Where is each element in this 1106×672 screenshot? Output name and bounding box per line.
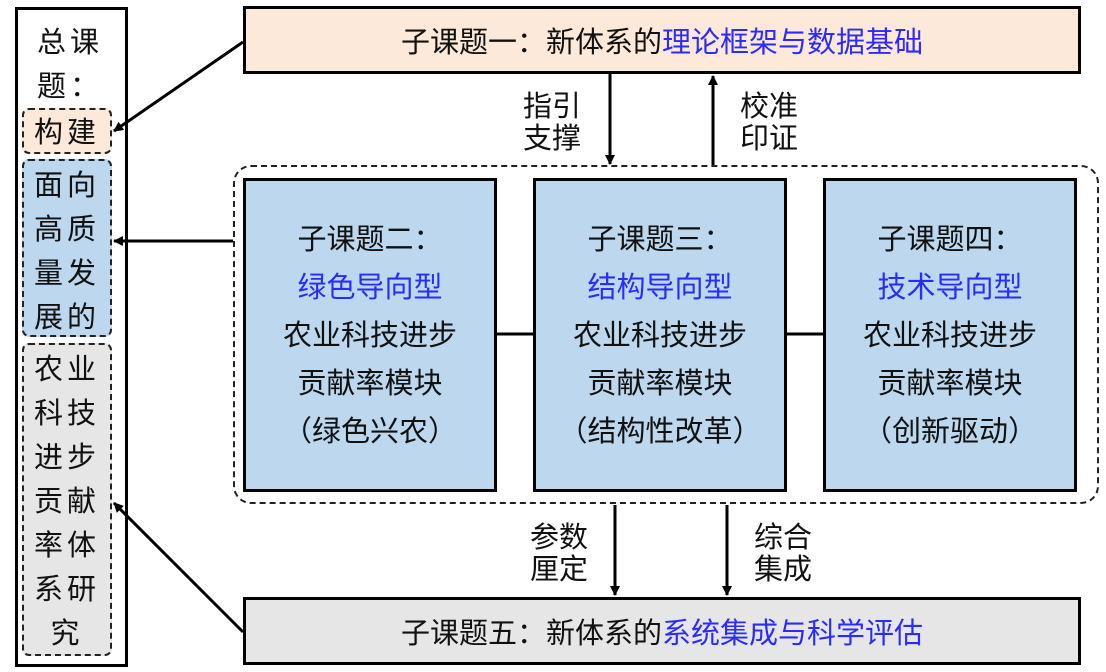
segment-line: 量发 bbox=[33, 256, 100, 290]
segment-line: 展的 bbox=[33, 300, 100, 334]
segment-line: 贡献 bbox=[33, 484, 100, 518]
segment-line: 究 bbox=[50, 616, 84, 650]
module-technology: 子课题四： 技术导向型 农业科技进步 贡献率模块 （创新驱动） bbox=[823, 178, 1077, 492]
module-structure: 子课题三： 结构导向型 农业科技进步 贡献率模块 （结构性改革） bbox=[533, 178, 787, 492]
module-line: 农业科技进步 bbox=[282, 318, 457, 352]
label-integration: 综合 集成 bbox=[748, 521, 818, 585]
segment-high-quality: 面向 高质 量发 展的 bbox=[22, 159, 112, 337]
segment-line: 进步 bbox=[33, 440, 100, 474]
arrow-label-line: 指引 bbox=[522, 89, 581, 123]
module-line: 贡献率模块 bbox=[587, 366, 733, 400]
subtopic1-prefix: 子课题一：新体系的 bbox=[400, 25, 662, 59]
segment-line: 系研 bbox=[33, 572, 100, 606]
module-title: 子课题三： bbox=[587, 222, 733, 256]
label-parameter-calibration: 参数 厘定 bbox=[524, 521, 594, 585]
arrow-label-line: 校准 bbox=[739, 89, 798, 123]
module-note: （结构性改革） bbox=[558, 414, 762, 448]
module-line: 贡献率模块 bbox=[877, 366, 1023, 400]
module-line: 贡献率模块 bbox=[297, 366, 443, 400]
overall-topic-label: 总课 题： bbox=[30, 20, 110, 108]
arrow-subtopic1-to-construct bbox=[113, 40, 244, 133]
label-guide-support: 指引 支撑 bbox=[517, 90, 587, 154]
arrow-label-line: 印证 bbox=[739, 121, 798, 155]
module-note: （绿色兴农） bbox=[282, 414, 457, 448]
arrow-label-line: 集成 bbox=[753, 552, 812, 586]
segment-line: 面向 bbox=[33, 168, 100, 202]
module-title: 子课题二： bbox=[297, 222, 443, 256]
arrow-label-line: 厘定 bbox=[529, 552, 588, 586]
arrow-subtopic5-to-system-research bbox=[112, 501, 245, 634]
segment-line: 高质 bbox=[33, 212, 100, 246]
arrow-label-line: 综合 bbox=[753, 520, 812, 554]
module-line: 农业科技进步 bbox=[862, 318, 1037, 352]
overall-topic-label-line: 总课 bbox=[36, 25, 103, 59]
module-type: 技术导向型 bbox=[877, 270, 1023, 304]
segment-line: 构建 bbox=[33, 115, 100, 149]
subtopic5-highlight: 系统集成与科学评估 bbox=[662, 616, 924, 650]
module-green: 子课题二： 绿色导向型 农业科技进步 贡献率模块 （绿色兴农） bbox=[243, 178, 497, 492]
module-type: 结构导向型 bbox=[587, 270, 733, 304]
module-group-container bbox=[233, 165, 1099, 504]
label-calibrate-verify: 校准 印证 bbox=[734, 90, 804, 154]
subtopic5-box: 子课题五：新体系的系统集成与科学评估 bbox=[243, 597, 1081, 665]
module-title: 子课题四： bbox=[877, 222, 1023, 256]
segment-line: 科技 bbox=[33, 396, 100, 430]
module-line: 农业科技进步 bbox=[572, 318, 747, 352]
module-type: 绿色导向型 bbox=[297, 270, 443, 304]
segment-line: 农业 bbox=[33, 352, 100, 386]
segment-system-research: 农业 科技 进步 贡献 率体 系研 究 bbox=[22, 343, 112, 656]
segment-construct: 构建 bbox=[22, 108, 112, 154]
segment-line: 率体 bbox=[33, 528, 100, 562]
overall-topic-label-line: 题： bbox=[36, 69, 103, 103]
subtopic1-box: 子课题一：新体系的理论框架与数据基础 bbox=[243, 6, 1081, 74]
subtopic5-prefix: 子课题五：新体系的 bbox=[400, 616, 662, 650]
arrow-label-line: 参数 bbox=[529, 520, 588, 554]
module-note: （创新驱动） bbox=[862, 414, 1037, 448]
subtopic1-highlight: 理论框架与数据基础 bbox=[662, 25, 924, 59]
arrow-label-line: 支撑 bbox=[522, 121, 581, 155]
